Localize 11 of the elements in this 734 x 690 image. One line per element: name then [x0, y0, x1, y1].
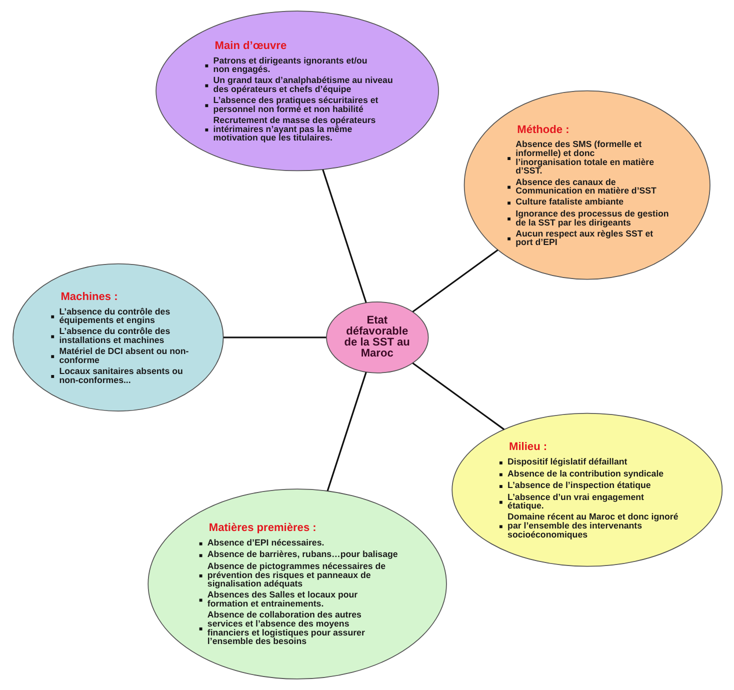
node-ellipse: Machines : L’absence du contrôle des équipements et engins L’absence du contrôle des installations et machines Matériel de DCI absent ou non-conforme Locaux sanitaires absents ou non-conformes... [12, 263, 224, 412]
node-ellipse: Matières premières : Absence d’EPI nécessaires. Absence de barrières, rubans…pour balisage Absence de pictogrammes nécessaires de prévention des risques et panneaux de signalisation adéquats Absences des Salles et locaux pour formation et entrainements. Absence de collaboration des autres services et l’absence des moyens financiers et logistiques pour assurer l’ensemble des besoins [147, 488, 446, 680]
node-ellipse: Milieu : Dispositif législatif défaillant Absence de la contribution syndicale L’absence de l’inspection étatique L’absence d’un vrai engagement étatique. Domaine récent au Maroc et donc ignoré par l’ensemble des intervenants socioéconomiques [451, 412, 722, 567]
connector [222, 336, 326, 338]
connector [412, 362, 504, 430]
connector [322, 169, 366, 303]
node-ellipse: Méthode : Absence des SMS (formelle et informelle) et donc l’inorganisation totale en matière d’SST. Absence des canaux de Communication en matière d’SST Culture fataliste ambiante Ignorance des processus de gestion de la SST par les dirigeants Aucun respect aux règles SST et port d’EPI [463, 90, 710, 280]
node-ellipse: Etat défavorable de la SST au Maroc [326, 302, 428, 374]
connector [412, 249, 498, 312]
node-ellipse: Main d’œuvre Patrons et dirigeants ignorants et/ou non engagés. Un grand taux d’analphabétisme au niveau des opérateurs et chefs d’équipe L’absence des pratiques sécuritaires et personnel non formé et non habilité Recrutement de masse des opérateurs intérimaires n’ayant pas la même motivation que les titulaires. [155, 10, 438, 172]
connector [326, 372, 366, 492]
